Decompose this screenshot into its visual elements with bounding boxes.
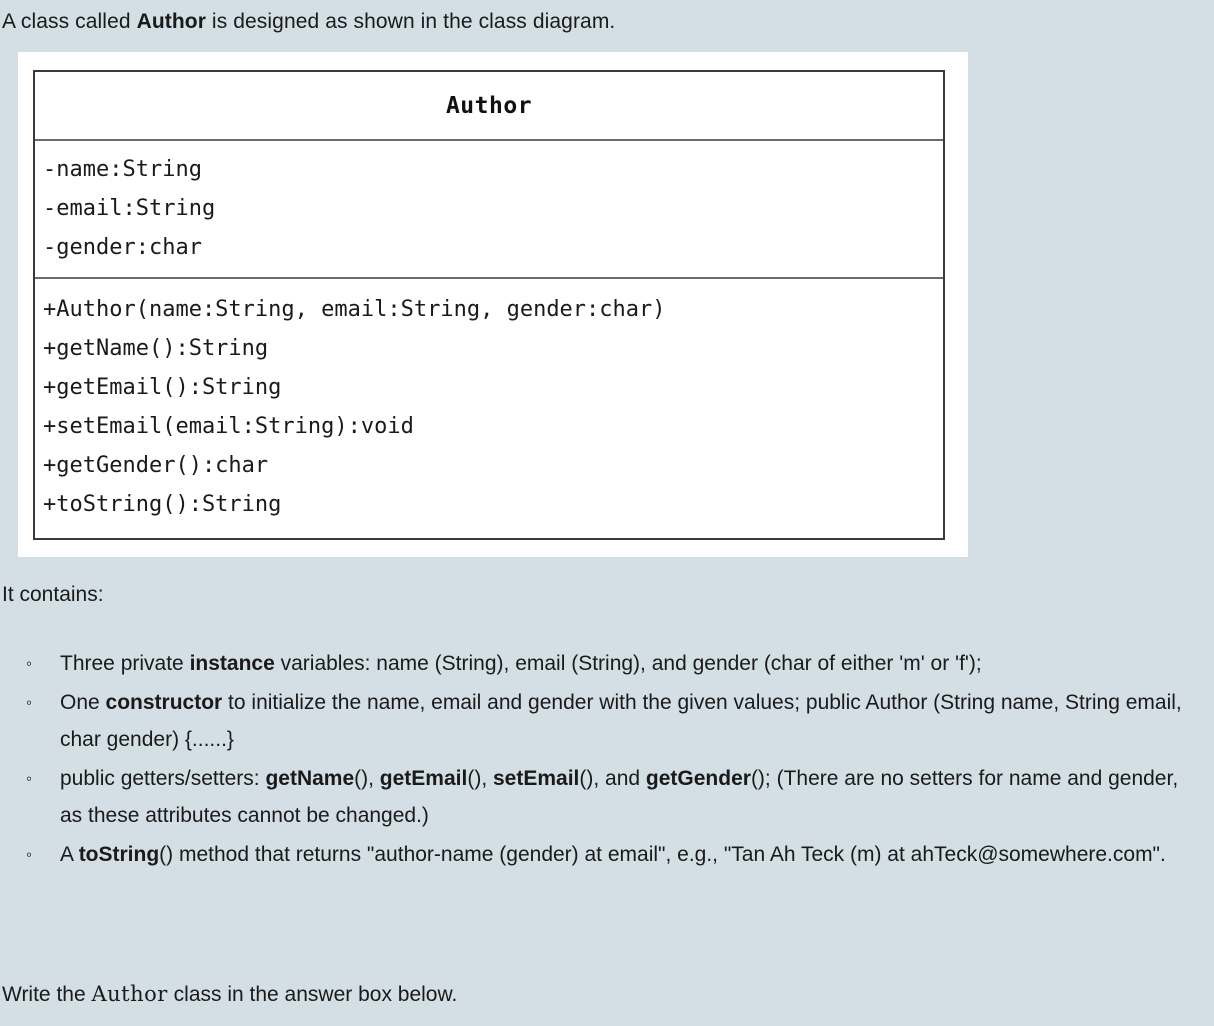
list-item: ◦ Three private instance variables: name… <box>0 645 1205 682</box>
list-item: ◦ public getters/setters: getName(), get… <box>0 760 1205 834</box>
list-item: ◦ One constructor to initialize the name… <box>0 684 1205 758</box>
uml-method: +getGender():char <box>43 453 269 478</box>
uml-method: +getEmail():String <box>43 375 282 400</box>
intro-sentence: A class called Author is designed as sho… <box>2 8 615 35</box>
contains-heading: It contains: <box>2 583 104 606</box>
uml-attribute: -gender:char <box>43 235 202 260</box>
list-item: ◦ A toString() method that returns "auth… <box>0 836 1205 873</box>
closing-suffix: class in the answer box below. <box>167 983 458 1006</box>
closing-prefix: Write the <box>2 983 92 1006</box>
list-item-text: A toString() method that returns "author… <box>60 843 1166 866</box>
intro-prefix: A class called <box>2 10 137 33</box>
bullet-marker-icon: ◦ <box>26 845 33 864</box>
list-item-text: Three private instance variables: name (… <box>60 652 982 675</box>
bullet-marker-icon: ◦ <box>26 693 33 712</box>
closing-class-name: Author <box>91 982 168 1006</box>
requirements-list: ◦ Three private instance variables: name… <box>0 645 1214 875</box>
uml-attributes-compartment: -name:String -email:String -gender:char <box>35 141 943 279</box>
bullet-marker-icon: ◦ <box>26 769 33 788</box>
class-diagram-figure: Author -name:String -email:String -gende… <box>18 52 968 557</box>
uml-class-name: Author <box>445 92 533 119</box>
uml-class-box: Author -name:String -email:String -gende… <box>33 70 945 540</box>
closing-instruction: Write the Author class in the answer box… <box>2 979 457 1010</box>
list-item-text: public getters/setters: getName(), getEm… <box>60 767 1179 827</box>
list-item-text: One constructor to initialize the name, … <box>60 691 1182 751</box>
uml-title-compartment: Author <box>35 72 943 141</box>
intro-suffix: is designed as shown in the class diagra… <box>206 10 616 33</box>
uml-method: +getName():String <box>43 336 269 361</box>
uml-method: +toString():String <box>43 492 282 517</box>
uml-method: +Author(name:String, email:String, gende… <box>43 297 666 322</box>
intro-class-name: Author <box>136 10 206 33</box>
uml-attribute: -email:String <box>43 196 216 221</box>
uml-methods-compartment: +Author(name:String, email:String, gende… <box>35 279 943 524</box>
bullet-marker-icon: ◦ <box>26 654 33 673</box>
uml-attribute: -name:String <box>43 157 202 182</box>
uml-method: +setEmail(email:String):void <box>43 414 414 439</box>
